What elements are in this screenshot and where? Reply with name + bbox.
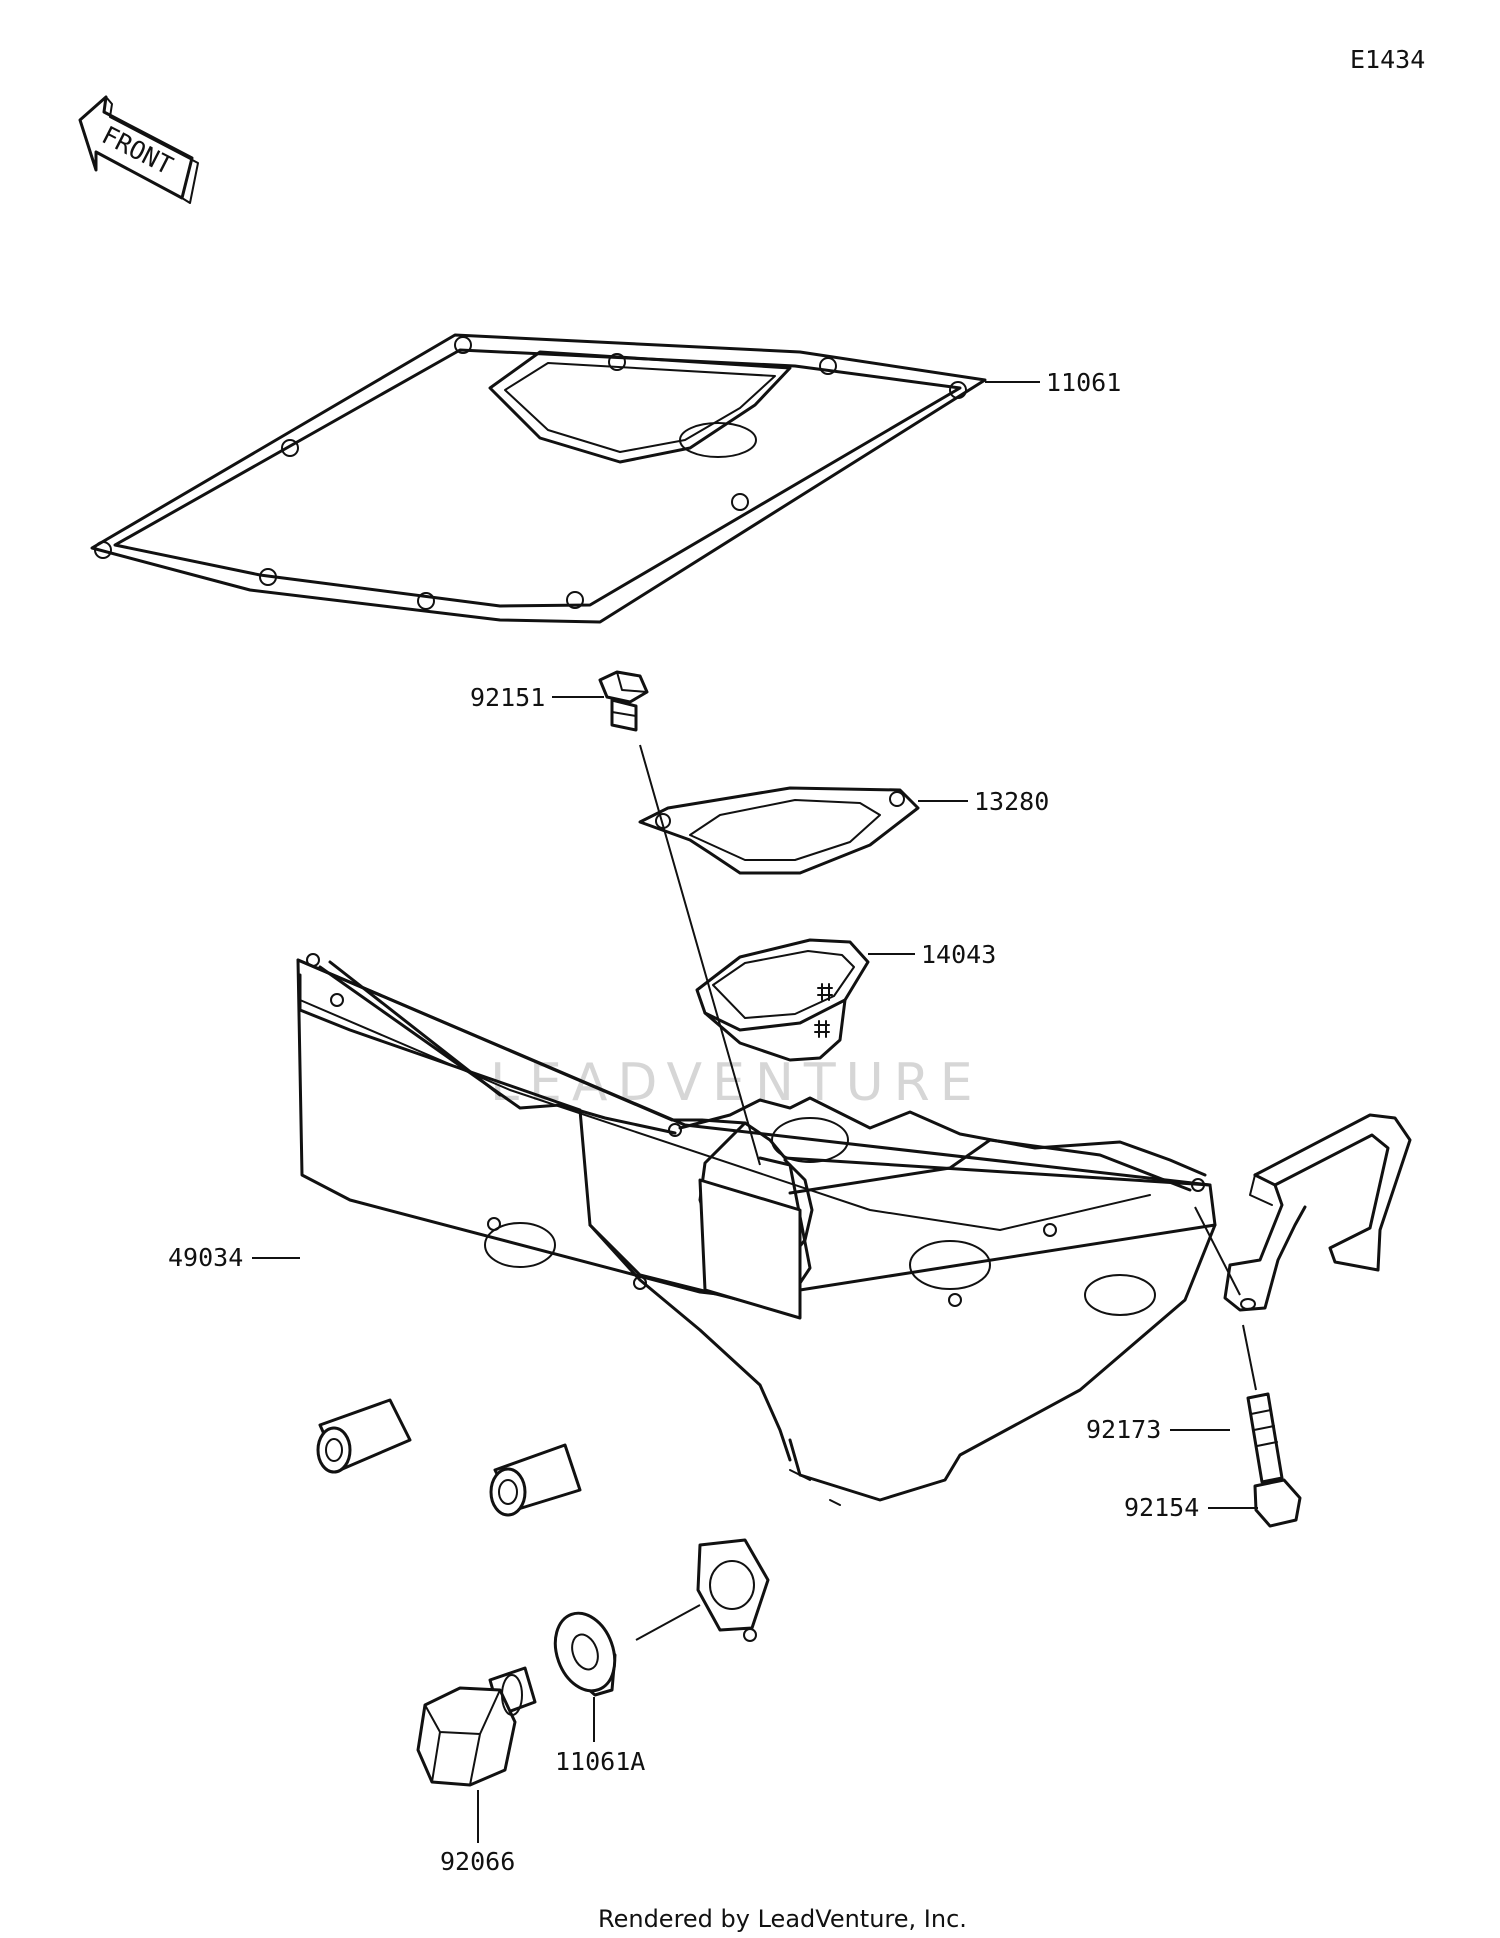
part-number-14043[interactable]: 14043 xyxy=(921,940,996,969)
part-number-92066[interactable]: 92066 xyxy=(440,1847,515,1876)
bolt-92151[interactable] xyxy=(598,670,649,732)
drain-plug-92066[interactable] xyxy=(416,1666,537,1787)
strainer-gasket-13280[interactable] xyxy=(638,786,920,875)
part-number-49034[interactable]: 49034 xyxy=(168,1243,243,1272)
bolt-92154[interactable] xyxy=(1242,1324,1302,1528)
oil-strainer-14043[interactable] xyxy=(695,938,870,1062)
front-arrow-icon: FRONT xyxy=(78,95,199,204)
part-number-13280[interactable]: 13280 xyxy=(974,787,1049,816)
diagram-code: E1434 xyxy=(1350,45,1425,74)
part-number-92173[interactable]: 92173 xyxy=(1086,1415,1161,1444)
part-number-11061A[interactable]: 11061A xyxy=(555,1747,645,1776)
clamp-92173[interactable] xyxy=(1223,1113,1412,1312)
washer-11061A[interactable] xyxy=(545,1605,625,1699)
footer-credit: Rendered by LeadVenture, Inc. xyxy=(598,1905,967,1933)
oil-pan-49034[interactable] xyxy=(296,953,1217,1642)
part-number-92151[interactable]: 92151 xyxy=(470,683,545,712)
part-number-92154[interactable]: 92154 xyxy=(1124,1493,1199,1522)
gasket-11061[interactable] xyxy=(90,333,987,624)
part-number-11061[interactable]: 11061 xyxy=(1046,368,1121,397)
